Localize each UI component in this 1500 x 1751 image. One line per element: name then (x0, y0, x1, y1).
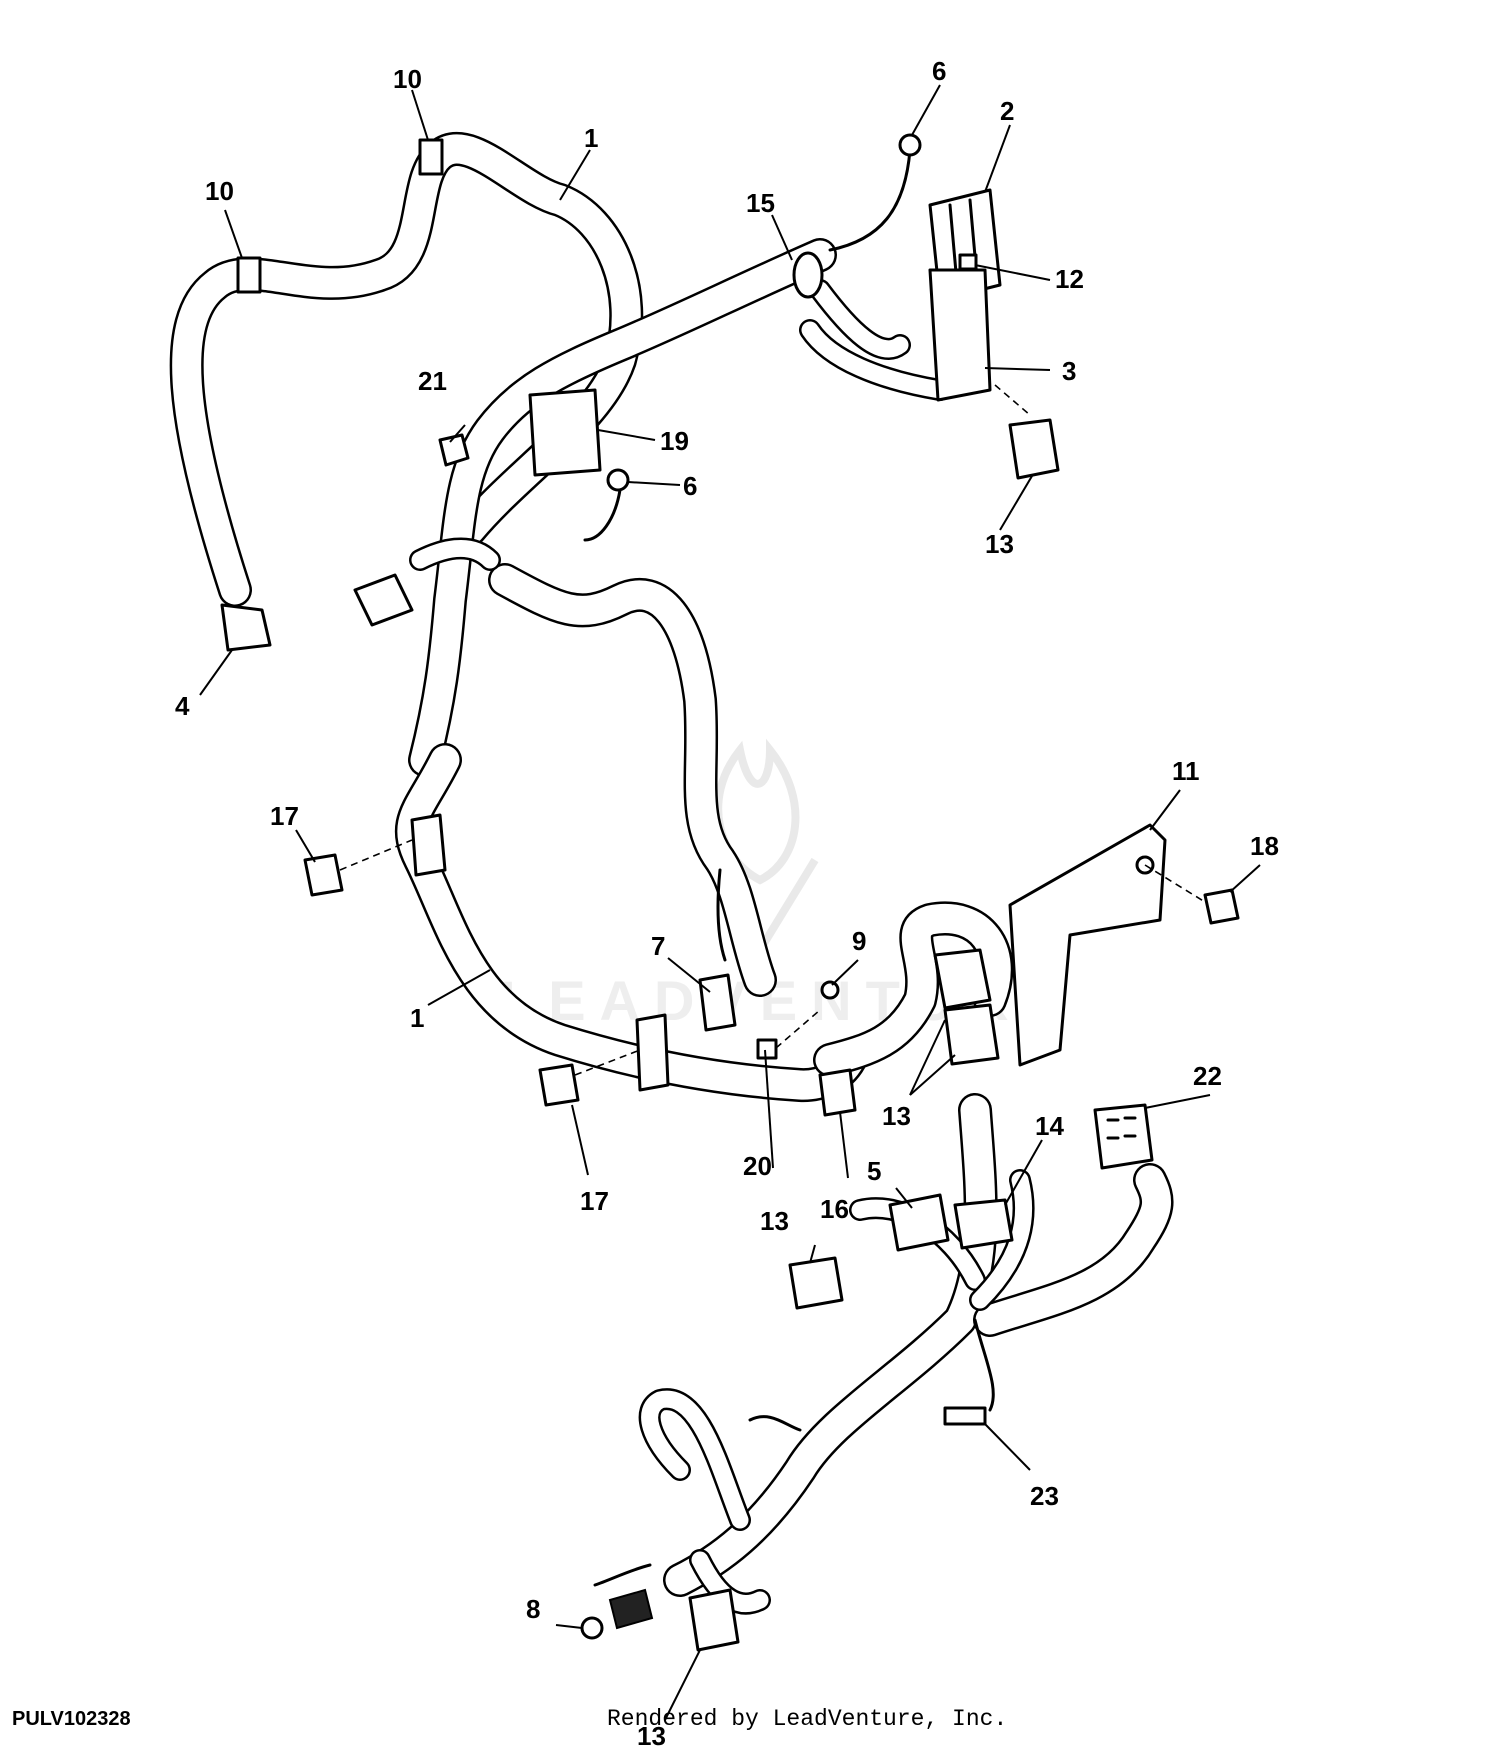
callout-10: 10 (393, 64, 422, 94)
connector-icon (1093, 1103, 1154, 1170)
parts (220, 133, 1240, 1652)
connector-icon (953, 1198, 1014, 1250)
assembly-lines (339, 384, 1206, 1076)
connector-icon (1008, 418, 1060, 480)
callout-17: 17 (580, 1186, 609, 1216)
clip-icon (236, 256, 262, 294)
clip-icon (410, 813, 447, 877)
callout-18: 18 (1250, 831, 1279, 861)
ring-terminal-icon (580, 1616, 604, 1640)
callout-4: 4 (175, 691, 190, 721)
clip-icon (635, 1013, 670, 1092)
callout-6: 6 (683, 471, 697, 501)
callout-11: 11 (1172, 756, 1200, 786)
connector-icon (943, 1003, 1000, 1066)
bolt-icon (538, 1063, 580, 1107)
callout-17: 17 (270, 801, 299, 831)
callout-22: 22 (1193, 1061, 1222, 1091)
callout-12: 12 (1055, 264, 1084, 294)
callout-23: 23 (1030, 1481, 1059, 1511)
clip-icon (818, 1068, 857, 1117)
screw-icon (958, 253, 978, 271)
callout-15: 15 (746, 188, 775, 218)
callout-20: 20 (743, 1151, 772, 1181)
callout-7: 7 (651, 931, 665, 961)
callout-13: 13 (760, 1206, 789, 1236)
callout-16: 16 (820, 1194, 849, 1224)
callout-9: 9 (852, 926, 866, 956)
bolt-icon (1203, 888, 1240, 925)
leader-lines (199, 84, 1261, 1721)
grommet-icon (756, 1038, 778, 1060)
connector-icon (788, 1256, 844, 1310)
callout-8: 8 (526, 1594, 540, 1624)
harness-wires (409, 148, 1035, 1615)
sensor-icon (698, 973, 737, 1032)
connector-icon (353, 573, 414, 627)
callout-10: 10 (205, 176, 234, 206)
ring-terminal-icon (898, 133, 922, 157)
callout-14: 14 (1035, 1111, 1064, 1141)
figure-id: PULV102328 (12, 1708, 131, 1730)
callout-13: 13 (985, 529, 1014, 559)
render-credit: Rendered by LeadVenture, Inc. (607, 1706, 1008, 1732)
callout-19: 19 (660, 426, 689, 456)
connector-icon (888, 1193, 950, 1252)
callout-13: 13 (882, 1101, 911, 1131)
connector-icon (933, 948, 992, 1010)
switch-icon (220, 603, 272, 652)
callout-13: 13 (637, 1721, 666, 1751)
callout-2: 2 (1000, 96, 1014, 126)
bracket-icon (528, 388, 602, 477)
callout-6: 6 (932, 56, 946, 86)
callout-21: 21 (418, 366, 447, 396)
callout-5: 5 (867, 1156, 881, 1186)
callout-1: 1 (410, 1003, 424, 1033)
bolt-icon (438, 433, 470, 467)
connector-icon (943, 1406, 987, 1426)
fuse-block-icon (928, 268, 992, 402)
bolt-icon (303, 853, 344, 897)
connector-icon (688, 1588, 740, 1652)
callout-1: 1 (584, 123, 598, 153)
clip-icon (418, 138, 444, 176)
washer-icon (820, 980, 840, 1000)
ring-terminal-icon (606, 468, 630, 492)
callout-labels: 10 10 1 6 2 15 12 3 13 21 19 6 4 17 11 1… (175, 56, 1279, 1751)
callout-3: 3 (1062, 356, 1076, 386)
grommet-icon (792, 251, 824, 299)
